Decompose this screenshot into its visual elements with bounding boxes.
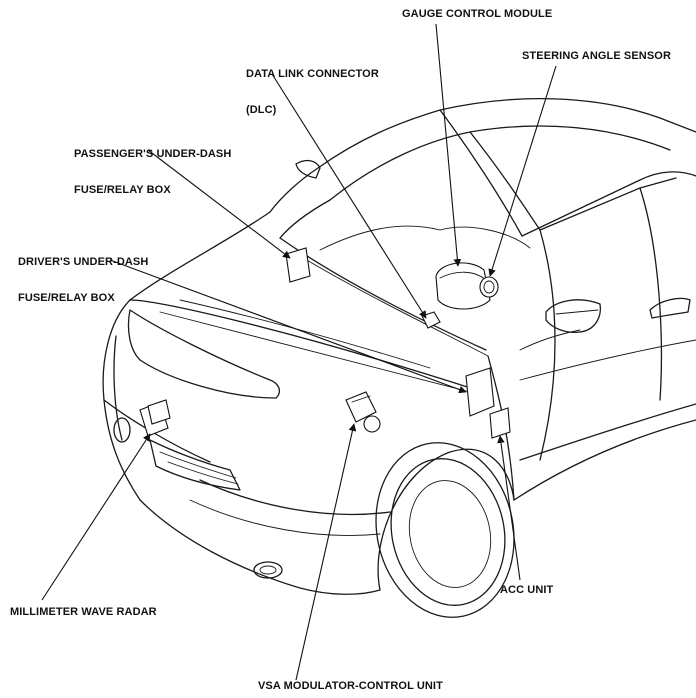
label-data-link-connector-line2: (DLC) xyxy=(246,104,277,116)
leader-acc-unit xyxy=(497,435,521,581)
label-vsa-modulator: VSA MODULATOR-CONTROL UNIT xyxy=(258,680,443,692)
dlc-shape xyxy=(421,311,441,329)
label-driver-fuse-box-line2: FUSE/RELAY BOX xyxy=(18,292,115,304)
label-driver-fuse-box: DRIVER'S UNDER-DASH FUSE/RELAY BOX xyxy=(18,232,148,316)
label-driver-fuse-box-line1: DRIVER'S UNDER-DASH xyxy=(18,256,149,268)
components xyxy=(139,247,511,439)
leader-dlc xyxy=(271,73,427,319)
label-acc-unit: ACC UNIT xyxy=(500,584,554,596)
leader-passenger-fuse-box xyxy=(147,149,291,259)
label-passenger-fuse-box: PASSENGER'S UNDER-DASH FUSE/RELAY BOX xyxy=(74,124,231,208)
leader-gauge-control-module xyxy=(435,23,462,267)
label-millimeter-wave-radar: MILLIMETER WAVE RADAR xyxy=(10,606,157,618)
label-data-link-connector-line1: DATA LINK CONNECTOR xyxy=(246,68,379,80)
passenger-fuse-box-shape xyxy=(285,247,311,283)
leader-millimeter-wave-radar xyxy=(41,433,151,601)
steering-angle-sensor-shape xyxy=(479,276,499,298)
label-passenger-fuse-box-line2: FUSE/RELAY BOX xyxy=(74,184,171,196)
label-data-link-connector: DATA LINK CONNECTOR (DLC) xyxy=(246,44,379,128)
label-gauge-control-module: GAUGE CONTROL MODULE xyxy=(402,8,553,20)
label-steering-angle-sensor: STEERING ANGLE SENSOR xyxy=(522,50,671,62)
acc-unit-shape xyxy=(489,407,511,439)
leader-lines xyxy=(41,23,557,681)
driver-fuse-box-shape xyxy=(465,367,495,417)
leader-steering-angle-sensor xyxy=(488,65,557,277)
label-passenger-fuse-box-line1: PASSENGER'S UNDER-DASH xyxy=(74,148,232,160)
leader-vsa-modulator xyxy=(295,423,357,681)
vsa-modulator-shape xyxy=(345,391,381,433)
gauge-control-module-shape xyxy=(435,262,491,310)
millimeter-wave-radar-shape xyxy=(139,399,171,437)
leader-driver-fuse-box xyxy=(109,259,467,394)
